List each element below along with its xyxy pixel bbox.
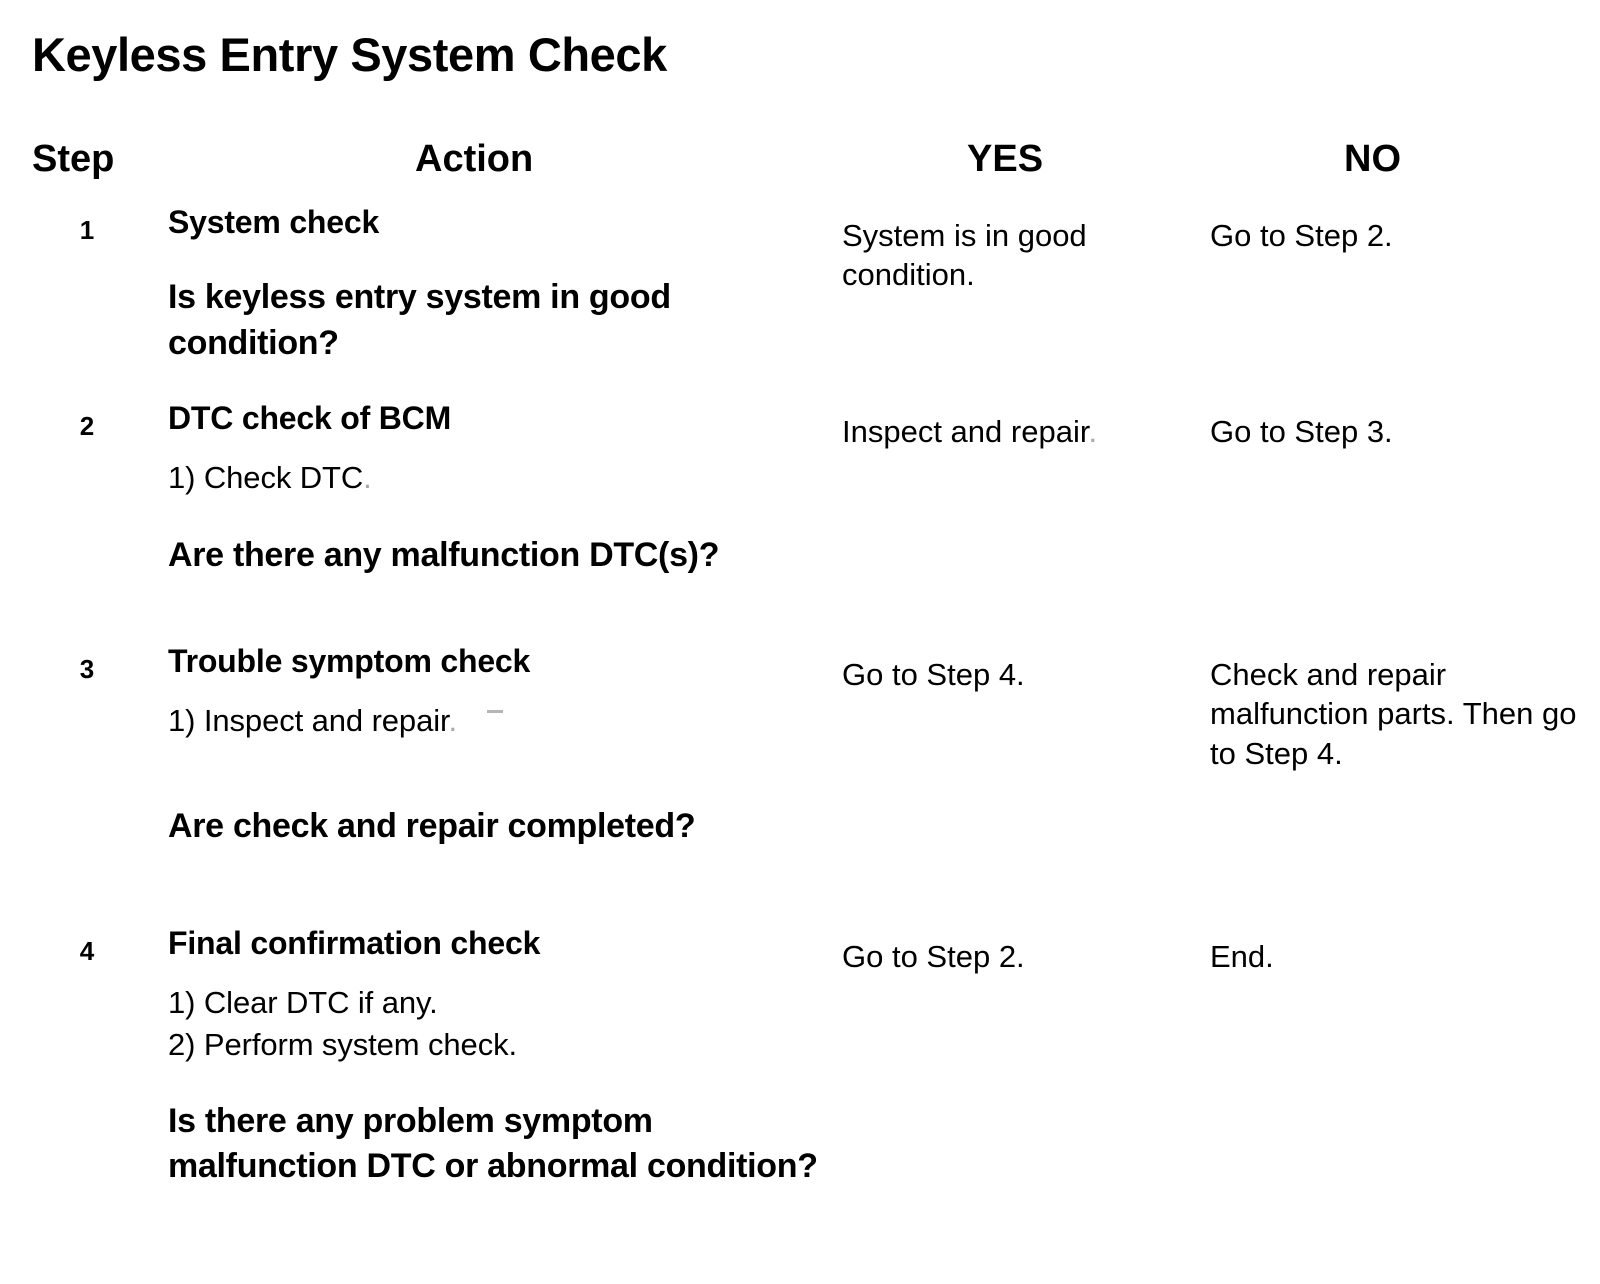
action-subitem: 2) Perform system check. (168, 1026, 518, 1062)
column-header-step: Step (32, 138, 115, 180)
yes-result-trailing-punctuation: . (1088, 414, 1098, 449)
action-heading: Trouble symptom check (168, 643, 531, 679)
action-cell: System check Is keyless entry system in … (168, 203, 828, 366)
no-result: Go to Step 3. (1210, 414, 1393, 449)
yes-result: Go to Step 2. (842, 939, 1025, 974)
action-heading: DTC check of BCM (168, 400, 452, 436)
action-subitem-trailing-punctuation: . (363, 460, 372, 496)
table-row: 1 System check Is keyless entry system i… (0, 203, 1600, 399)
action-heading: Final confirmation check (168, 925, 541, 961)
yes-result: System is in good condition. (842, 218, 1087, 293)
action-subitem-text: 1) Check DTC (168, 460, 364, 496)
diagnostic-flow-table: 1 System check Is keyless entry system i… (0, 203, 1600, 1284)
column-header-no: NO (1344, 138, 1401, 180)
column-header-action: Action (415, 138, 534, 180)
action-subitem: 1) Check DTC. (168, 457, 828, 498)
action-question: Is there any problem symptom malfunction… (168, 1101, 818, 1186)
step-number: 3 (79, 654, 95, 684)
action-cell: Final confirmation check 1) Clear DTC if… (168, 924, 828, 1189)
action-cell: Trouble symptom check 1) Inspect and rep… (168, 642, 828, 849)
step-number: 2 (79, 411, 95, 441)
yes-result: Inspect and repair. (842, 399, 1202, 451)
yes-result: Go to Step 4. (842, 657, 1025, 692)
action-question: Is keyless entry system in good conditio… (168, 278, 671, 362)
scan-artifact-dash (487, 710, 504, 714)
step-number: 1 (79, 215, 95, 245)
action-subitem-trailing-punctuation: . (448, 703, 458, 739)
action-question: Are there any malfunction DTC(s)? (168, 535, 720, 574)
no-result: Check and repair malfunction parts. Then… (1210, 657, 1577, 771)
action-question: Are check and repair completed? (168, 806, 696, 845)
table-row: 2 DTC check of BCM 1) Check DTC. Are the… (0, 399, 1600, 642)
action-cell: DTC check of BCM 1) Check DTC. Are there… (168, 399, 828, 578)
no-result: End. (1210, 939, 1274, 974)
table-row: 3 Trouble symptom check 1) Inspect and r… (0, 642, 1600, 924)
no-result: Go to Step 2. (1210, 218, 1393, 253)
yes-result-text: Inspect and repair (842, 414, 1089, 449)
action-subitem: 1) Inspect and repair. (168, 700, 828, 741)
action-subitem-text: 1) Inspect and repair (168, 703, 449, 739)
column-header-yes: YES (967, 138, 1044, 180)
action-heading: System check (168, 204, 380, 240)
page-title: Keyless Entry System Check (32, 28, 667, 81)
table-row: 4 Final confirmation check 1) Clear DTC … (0, 924, 1600, 1284)
step-number: 4 (79, 936, 95, 966)
action-subitem: 1) Clear DTC if any. (168, 985, 438, 1021)
